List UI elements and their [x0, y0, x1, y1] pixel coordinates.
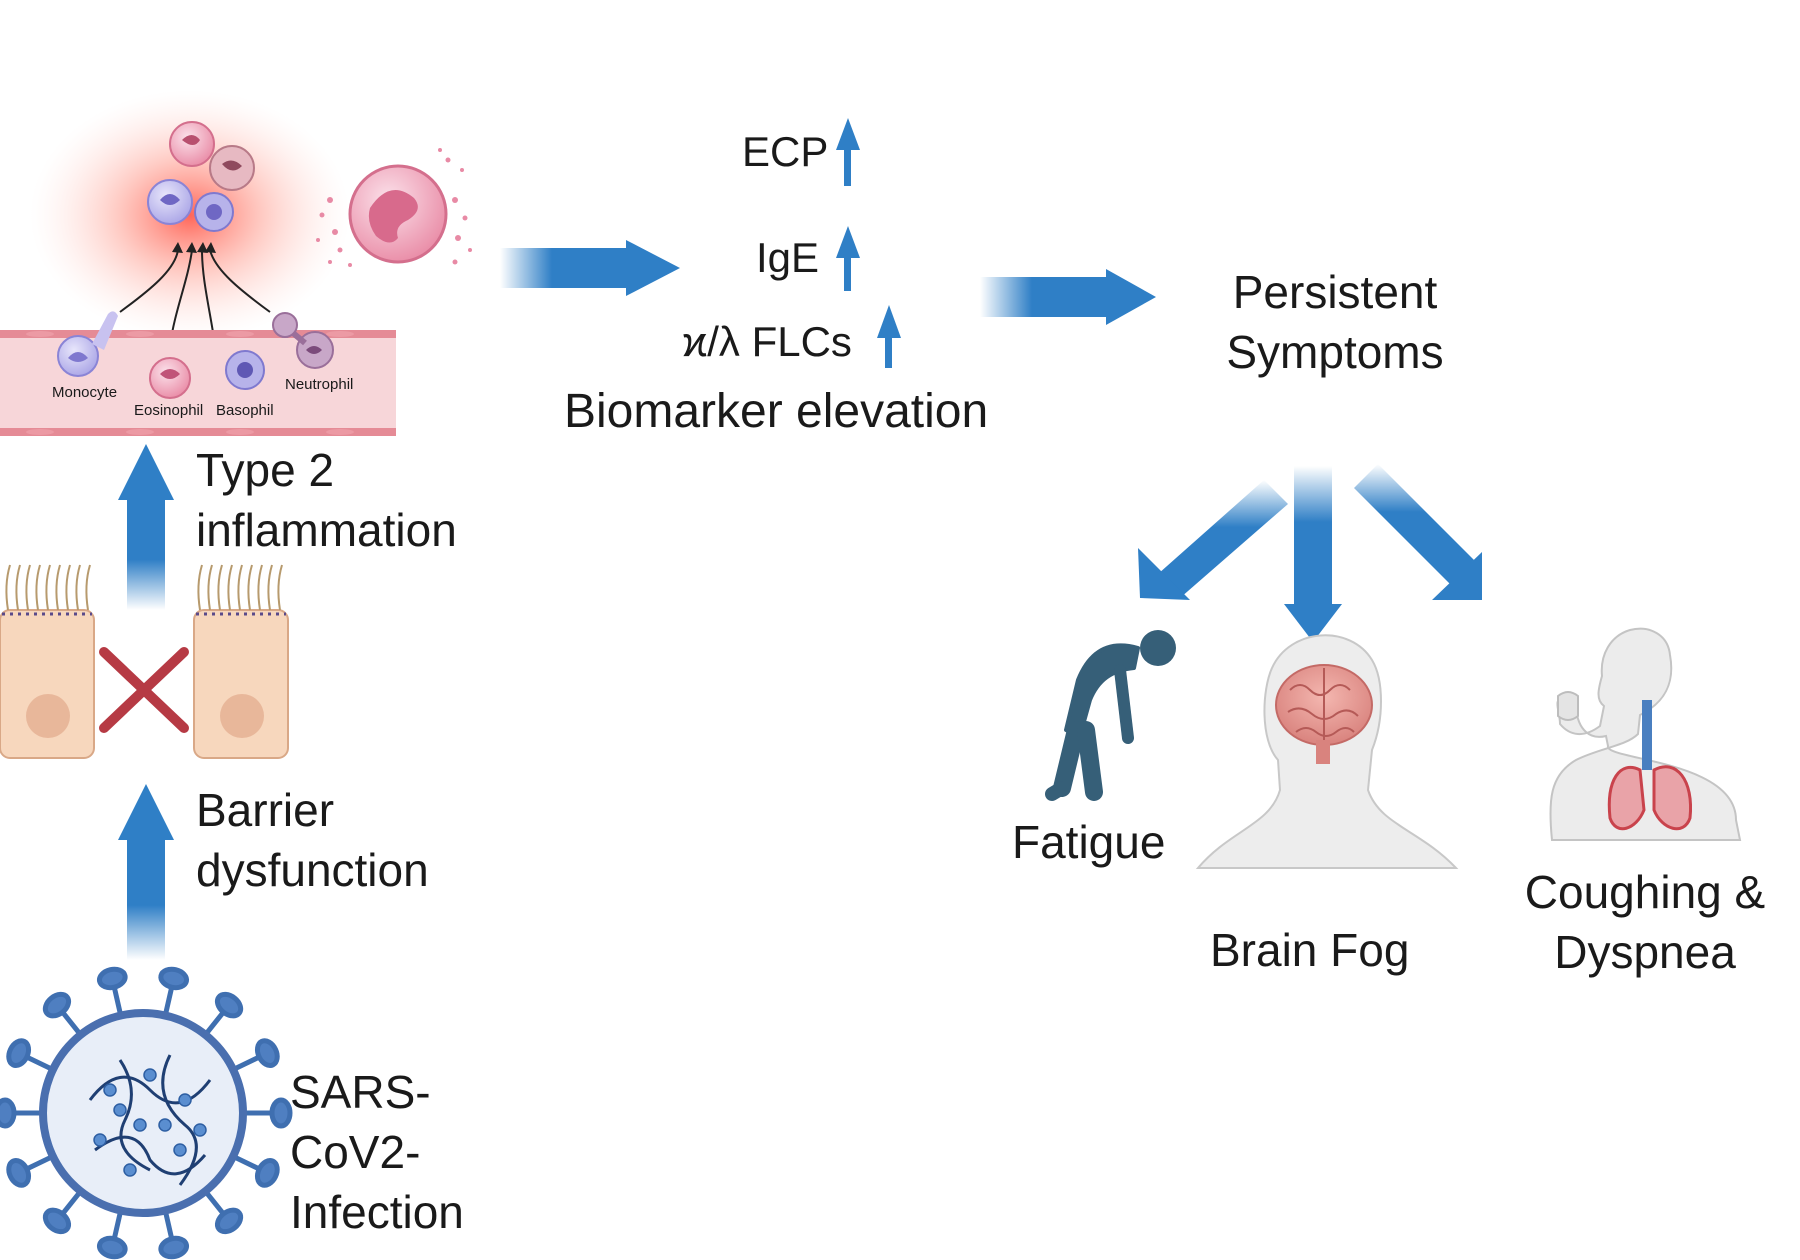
virus-spike-head: [96, 966, 128, 991]
virus-spike-head: [0, 1097, 17, 1129]
virus-spike-head: [158, 1235, 190, 1260]
broken-barrier-cross-icon: [99, 647, 189, 733]
basophil-cell: [225, 350, 265, 390]
monocyte-cell: [57, 311, 118, 377]
inflamed-cell: [147, 179, 193, 225]
virus-spike-head: [254, 1038, 280, 1068]
coughing-dyspnea-label: Coughing & Dyspnea: [1524, 866, 1766, 978]
virus-spike-head: [6, 1038, 32, 1068]
type2-inflammation-label: Type 2 inflammation: [196, 444, 457, 556]
arrow-biomarkers-to-symptoms: [980, 269, 1156, 325]
neutrophil-cell: [272, 312, 334, 369]
virus-spike-head: [96, 1235, 128, 1260]
inflamed-cell: [209, 145, 255, 191]
arrow-to-fatigue: [1138, 480, 1288, 600]
virus-spike-head: [158, 966, 190, 991]
epithelial-cell-right: [193, 564, 289, 759]
inflamed-cell: [169, 121, 215, 167]
arrow-inflammation-to-biomarkers: [500, 240, 680, 296]
arrow-to-brain-fog: [1284, 466, 1342, 642]
coronavirus-icon: [0, 966, 293, 1260]
ige-label: IgE: [756, 234, 820, 281]
infection-label: SARS- CoV2- Infection: [290, 1066, 464, 1238]
virus-spike-head: [214, 1207, 244, 1235]
basophil-label: Basophil: [216, 402, 274, 419]
ecp-label: ECP: [742, 128, 829, 175]
virus-spike-head: [42, 1207, 72, 1235]
eosinophil-label: Eosinophil: [134, 402, 204, 419]
arrow-to-cough: [1354, 464, 1482, 600]
flcs-increase-arrow-icon: [877, 305, 901, 368]
brain-fog-label: Brain Fog: [1210, 924, 1410, 976]
arrow-infection-to-barrier: [118, 784, 174, 960]
neutrophil-label: Neutrophil: [285, 376, 354, 393]
arrow-barrier-to-inflammation: [118, 444, 174, 610]
epithelial-cell-left: [0, 564, 95, 759]
epithelial-barrier-icon: [0, 564, 289, 759]
tired-person-icon: [1045, 630, 1176, 801]
blood-vessel-icon: [0, 311, 396, 436]
flcs-label: ϰ/λ FLCs: [682, 318, 852, 365]
virus-spike-head: [269, 1097, 293, 1129]
virus-spike-head: [254, 1158, 280, 1188]
ige-increase-arrow-icon: [836, 226, 860, 291]
degranulating-cell-icon: [316, 148, 472, 267]
virus-spike-head: [214, 991, 244, 1019]
virus-spike-head: [42, 991, 72, 1019]
persistent-symptoms-title: Persistent Symptoms: [1226, 266, 1444, 378]
biomarker-elevation-label: Biomarker elevation: [564, 385, 989, 438]
barrier-dysfunction-label: Barrier dysfunction: [196, 784, 429, 896]
monocyte-label: Monocyte: [52, 384, 118, 401]
virus-spike-head: [6, 1158, 32, 1188]
ecp-increase-arrow-icon: [836, 118, 860, 186]
coughing-lungs-icon: [1549, 627, 1742, 841]
inflamed-cell: [194, 192, 234, 232]
fatigue-label: Fatigue: [1012, 816, 1166, 868]
brain-head-icon: [1195, 634, 1459, 869]
eosinophil-cell: [149, 357, 191, 399]
inflammation-cells-icon: [30, 90, 350, 346]
